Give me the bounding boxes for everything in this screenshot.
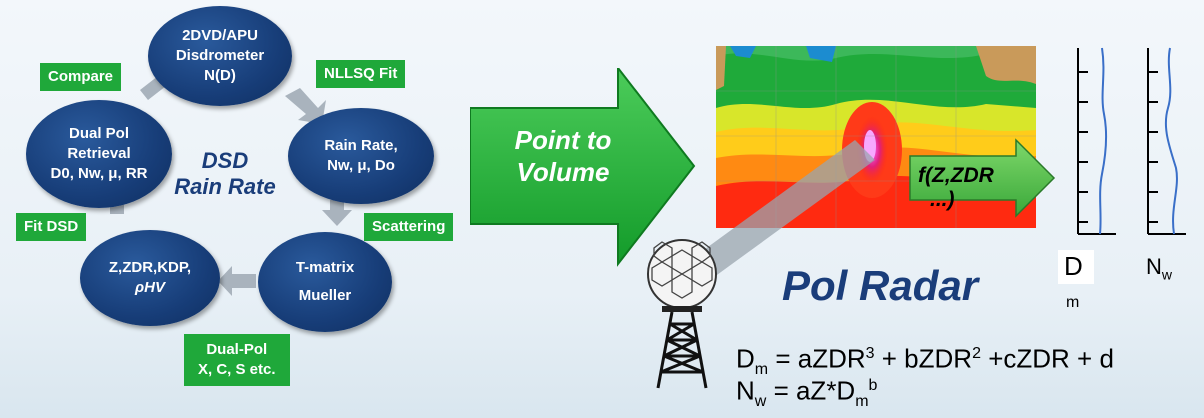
compare-label: Compare bbox=[40, 63, 122, 91]
disdrometer-node: 2DVD/APU Disdrometer N(D) bbox=[148, 6, 292, 106]
dm-label: D bbox=[1064, 251, 1083, 281]
function-line2: ...) bbox=[930, 188, 955, 211]
nw-label-sub: w bbox=[1161, 266, 1173, 283]
disdrometer-line3: N(D) bbox=[204, 67, 236, 84]
radar-beam bbox=[690, 140, 875, 280]
nw-eq-lhs-sub: w bbox=[754, 392, 767, 410]
function-text: f(Z,ZDR ...) bbox=[918, 164, 994, 212]
nw-eq-sub2: m bbox=[855, 392, 869, 410]
scattering-label: Scattering bbox=[364, 213, 454, 241]
function-arrow bbox=[909, 138, 1056, 218]
center-title-line1: DSD bbox=[201, 148, 249, 173]
radar-vars-node: Z,ZDR,KDP, ρHV bbox=[80, 230, 220, 326]
rain-rate-node: Rain Rate, Nw, μ, Do bbox=[288, 108, 434, 204]
dual-pol-bands-line2: X, C, S etc. bbox=[198, 361, 276, 378]
dm-eq-rhs: = aZDR bbox=[768, 343, 866, 374]
radar-tower-icon bbox=[647, 239, 717, 389]
dual-pol-line2: Retrieval bbox=[67, 145, 131, 162]
dm-eq-tail: +cZDR + d bbox=[980, 343, 1114, 374]
dm-eq-lhs-sub: m bbox=[754, 360, 769, 378]
radar-vars-line1: Z,ZDR,KDP, bbox=[108, 259, 192, 276]
arrow-tmatrix-to-zdr bbox=[218, 266, 256, 296]
nw-equation: Nw = aZ*Dmb bbox=[736, 372, 877, 416]
arrow-dis-to-rain bbox=[285, 88, 326, 124]
dm-eq-p3: 3 bbox=[865, 345, 875, 362]
dual-pol-line3: D0, Nw, μ, RR bbox=[50, 165, 148, 182]
nw-label: Nw bbox=[1146, 254, 1172, 282]
dm-eq-mid: + bZDR bbox=[874, 343, 973, 374]
nw-eq-rhs: = aZ*D bbox=[766, 375, 856, 406]
radar-vars-line2: ρHV bbox=[135, 279, 165, 296]
dm-sub: m bbox=[1066, 294, 1080, 311]
nw-profile bbox=[1147, 47, 1186, 235]
nw-label-main: N bbox=[1146, 254, 1162, 279]
rain-rate-line2: Nw, μ, Do bbox=[327, 157, 395, 174]
dm-label-box bbox=[1058, 250, 1094, 284]
disdrometer-line1: 2DVD/APU bbox=[182, 27, 258, 44]
nllsq-label: NLLSQ Fit bbox=[316, 60, 406, 88]
pol-radar-title: Pol Radar bbox=[782, 262, 979, 309]
point-to-volume-line2: Volume bbox=[516, 157, 610, 187]
rain-rate-line1: Rain Rate, bbox=[324, 137, 398, 154]
point-to-volume-arrow bbox=[470, 68, 696, 267]
dual-pol-bands-label: Dual-Pol X, C, S etc. bbox=[184, 334, 290, 386]
nw-eq-lhs: N bbox=[736, 375, 755, 406]
dm-eq-p2: 2 bbox=[972, 345, 981, 362]
tmatrix-line1: T-matrix bbox=[295, 259, 355, 276]
center-title: DSD Rain Rate bbox=[160, 148, 290, 200]
tmatrix-line2: Mueller bbox=[298, 287, 352, 304]
dual-pol-line1: Dual Pol bbox=[68, 125, 129, 142]
dual-pol-retrieval-node: Dual Pol Retrieval D0, Nw, μ, RR bbox=[26, 100, 172, 208]
dm-equation: Dm = aZDR3 + bZDR2 +cZDR + d bbox=[736, 340, 1114, 384]
dual-pol-bands-line1: Dual-Pol bbox=[206, 341, 268, 358]
point-to-volume-line1: Point to bbox=[514, 125, 612, 155]
nw-eq-sup: b bbox=[868, 377, 878, 394]
disdrometer-line2: Disdrometer bbox=[175, 47, 265, 64]
center-title-line2: Rain Rate bbox=[174, 174, 276, 199]
dm-profile bbox=[1077, 47, 1116, 235]
point-to-volume-text: Point to Volume bbox=[488, 124, 638, 188]
fit-dsd-label: Fit DSD bbox=[16, 213, 87, 241]
arrow-rain-to-tmatrix bbox=[322, 200, 352, 226]
function-line1: f(Z,ZDR bbox=[918, 164, 994, 187]
tmatrix-node: T-matrix Mueller bbox=[258, 232, 392, 332]
dm-eq-lhs: D bbox=[736, 343, 755, 374]
